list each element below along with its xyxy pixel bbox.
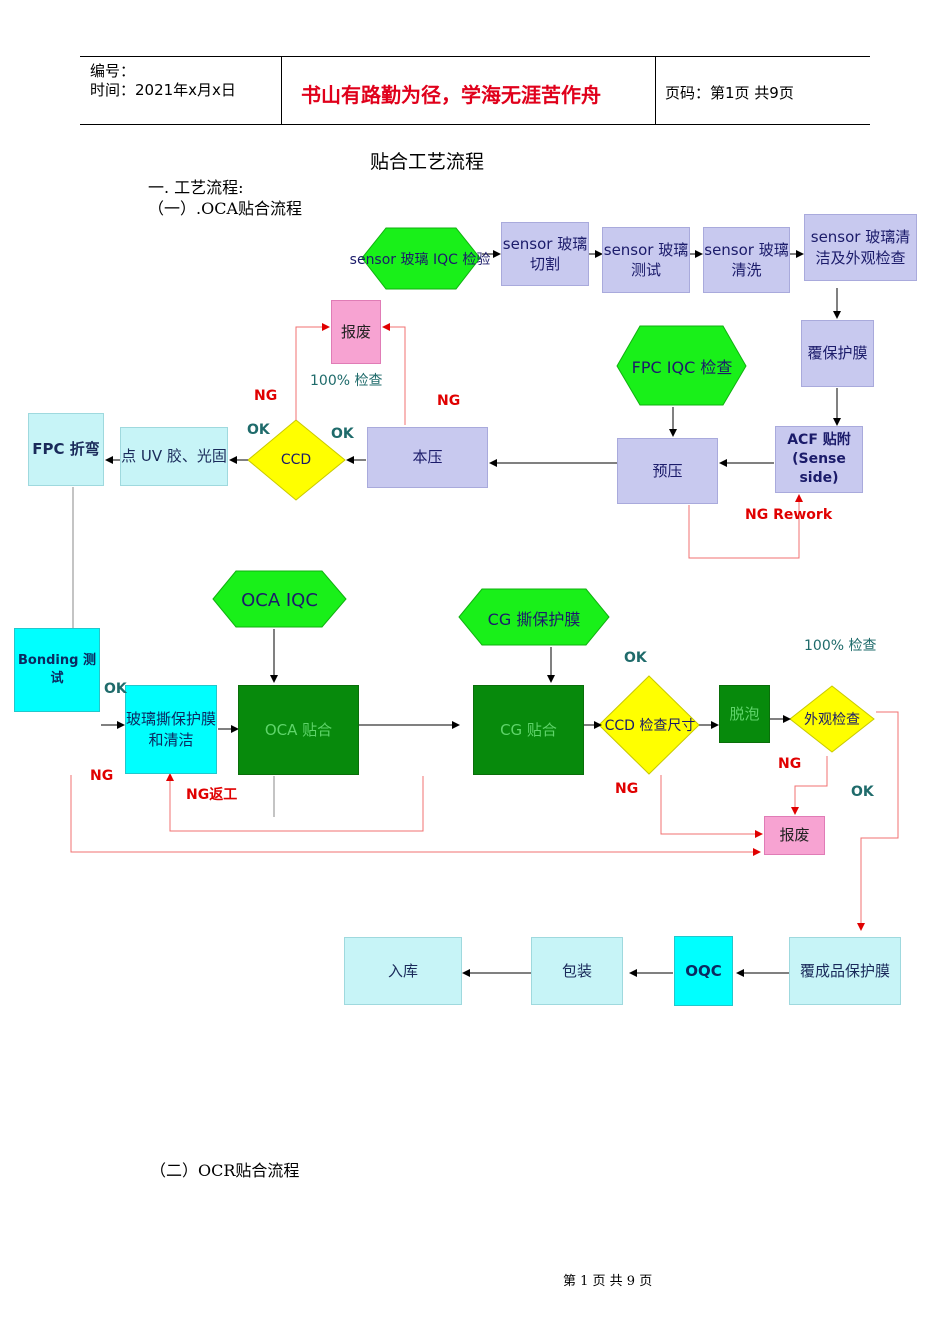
- ng-line-ccd1-to-scrap: [295, 323, 330, 420]
- header-divider-2: [655, 56, 656, 125]
- mainpress-box: 本压: [367, 427, 488, 488]
- appearance-diamond: [789, 685, 875, 753]
- oqc-box: OQC: [674, 936, 733, 1006]
- header-motto: 书山有路勤为径，学海无涯苦作舟: [301, 83, 601, 107]
- ng-line-bottom-to-scrap: [70, 775, 761, 856]
- cg-attach-box: CG 贴合: [473, 685, 584, 775]
- sensor-cut-box: sensor 玻璃切割: [501, 222, 589, 286]
- ok-label-ccd1-right: OK: [331, 426, 354, 442]
- ng-label-ccd2: NG: [615, 781, 639, 797]
- subsection-heading-ocr: （二）OCR贴合流程: [150, 1161, 300, 1180]
- final-protect-film-box: 覆成品保护膜: [789, 937, 901, 1005]
- fpc-iqc-hexagon: [616, 325, 747, 406]
- defoam-box: 脱泡: [719, 685, 770, 743]
- header-page-label: 页码：第1页 共9页: [665, 84, 794, 102]
- oca-iqc-hexagon: [212, 570, 347, 628]
- header-number-label: 编号：: [90, 62, 136, 80]
- header-time-label: 时间：2021年x月x日: [90, 81, 236, 99]
- bonding-test-box: Bonding 测试: [14, 628, 100, 712]
- sensor-inspect-box: sensor 玻璃清洁及外观检查: [804, 214, 917, 281]
- sensor-iqc-hexagon: [361, 227, 481, 290]
- inspect-100-top-label: 100% 检查: [310, 373, 383, 389]
- ng-line-mainpress-to-scrap: [382, 323, 406, 425]
- ng-line-ccd2-to-scrap: [660, 775, 763, 838]
- scrap-box-top: 报废: [331, 300, 381, 364]
- ng-label-appearance: NG: [778, 756, 802, 772]
- oca-attach-box: OCA 贴合: [238, 685, 359, 775]
- ng-label-mainpress: NG: [437, 393, 461, 409]
- ok-label-ccd1-left: OK: [247, 422, 270, 438]
- document-title: 贴合工艺流程: [370, 151, 485, 173]
- header-divider-1: [281, 56, 282, 125]
- protect-film-box: 覆保护膜: [801, 320, 874, 387]
- sensor-clean-box: sensor 玻璃清洗: [703, 227, 790, 293]
- section-heading-1: 一. 工艺流程:: [148, 178, 244, 197]
- ng-rework-label: NG Rework: [745, 507, 833, 523]
- header-top-border: [80, 56, 870, 57]
- ccd2-diamond: [598, 675, 700, 775]
- ng-rework-line: [688, 494, 803, 559]
- ok-label-ccd2: OK: [624, 650, 647, 666]
- ccd1-diamond: [247, 419, 346, 501]
- inspect-100-right-label: 100% 检查: [804, 638, 877, 654]
- prepress-box: 预压: [617, 438, 718, 504]
- glass-peel-clean-box: 玻璃撕保护膜和清洁: [125, 685, 217, 774]
- ng-return-label: NG返工: [186, 787, 238, 803]
- ok-label-bonding: OK: [104, 681, 127, 697]
- cg-peel-hexagon: [458, 588, 610, 646]
- ng-label-bottom-left: NG: [90, 768, 114, 784]
- ng-return-loop: [166, 773, 424, 832]
- header-bottom-border: [80, 124, 870, 125]
- uv-cure-box: 点 UV 胶、光固: [120, 427, 228, 486]
- sensor-test-box: sensor 玻璃测试: [602, 227, 690, 293]
- warehouse-box: 入库: [344, 937, 462, 1005]
- acf-box: ACF 贴附 (Sense side): [775, 426, 863, 493]
- ok-label-appearance: OK: [851, 784, 874, 800]
- ng-label-left: NG: [254, 388, 278, 404]
- ok-line-appearance-to-finalfilm: [857, 711, 899, 931]
- subsection-heading-oca: （一）.OCA贴合流程: [148, 199, 303, 218]
- packing-box: 包装: [531, 937, 623, 1005]
- page-footer: 第 1 页 共 9 页: [563, 1274, 653, 1289]
- scrap-box-bottom: 报废: [764, 816, 825, 855]
- fpc-bend-box: FPC 折弯: [28, 413, 104, 486]
- ng-line-appearance-to-scrap: [791, 756, 828, 815]
